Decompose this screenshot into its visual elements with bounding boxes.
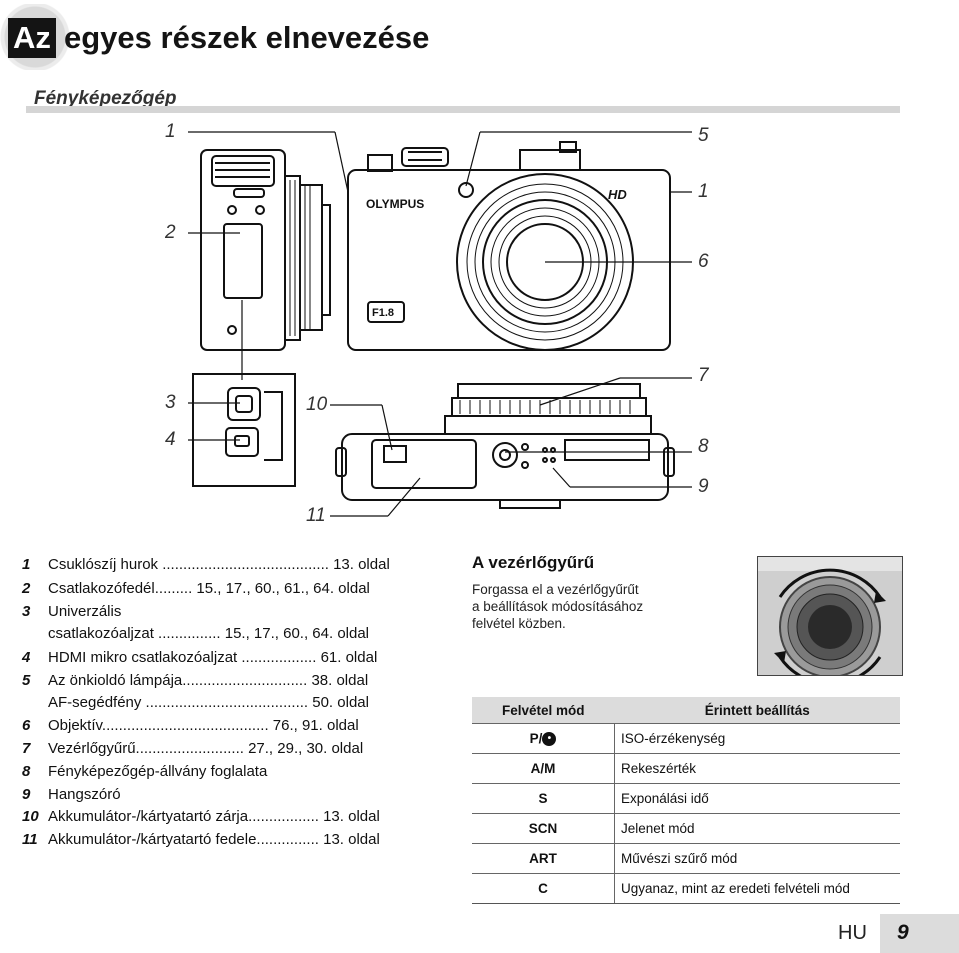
dial-heading: A vezérlőgyűrű xyxy=(472,553,595,572)
table-header-setting: Érintett beállítás xyxy=(614,697,900,724)
table-cell-setting: Művészi szűrő mód xyxy=(614,843,900,874)
table-row: C Ugyanaz, mint az eredeti felvételi mód xyxy=(472,873,900,904)
callout-leaders xyxy=(188,131,692,517)
callout-number: 4 xyxy=(165,429,176,450)
callout-number: 1 xyxy=(165,121,176,142)
table-cell-setting: Exponálási idő xyxy=(614,783,900,814)
callout-number: 3 xyxy=(165,392,176,413)
callout-number: 1 xyxy=(698,181,709,202)
callout-number: 6 xyxy=(698,251,709,272)
table-cell-setting: Rekeszérték xyxy=(614,753,900,784)
table-row: ART Művészi szűrő mód xyxy=(472,843,900,874)
table-cell-setting: Jelenet mód xyxy=(614,813,900,844)
control-ring-photo xyxy=(757,556,903,676)
table-cell-setting: Ugyanaz, mint az eredeti felvételi mód xyxy=(614,873,900,904)
footer-page-box xyxy=(880,914,959,953)
brand-logo: OLYMPUS xyxy=(366,197,424,211)
table-cell-setting: ISO-érzékenység xyxy=(614,723,900,754)
section-title: Fényképezőgép xyxy=(34,88,177,109)
callout-number: 8 xyxy=(698,436,709,457)
table-cell-mode: ART xyxy=(472,843,615,874)
callout-number: 7 xyxy=(698,365,709,386)
table-cell-mode: A/M xyxy=(472,753,615,784)
callout-number: 2 xyxy=(165,222,176,243)
callout-number: 11 xyxy=(306,505,326,526)
table-cell-mode: SCN xyxy=(472,813,615,844)
table-row: A/M Rekeszérték xyxy=(472,753,900,784)
callout-number: 5 xyxy=(698,125,709,146)
table-cell-mode: P/• xyxy=(472,723,615,754)
table-cell-mode: S xyxy=(472,783,615,814)
camera-bottom-view xyxy=(335,383,675,509)
ibeginner-icon: • xyxy=(542,732,557,747)
footer-language: HU xyxy=(838,922,867,944)
callout-number: 9 xyxy=(698,476,709,497)
table-header-row: Felvétel mód Érintett beállítás xyxy=(472,697,900,724)
table-header-mode: Felvétel mód xyxy=(472,697,615,724)
connector-closeup xyxy=(192,373,296,487)
hd-badge: HD xyxy=(608,187,627,202)
camera-illustration: OLYMPUS HD F1.8 xyxy=(188,131,692,517)
callout-number: 10 xyxy=(306,394,328,415)
control-ring-illustration xyxy=(758,557,902,675)
table-row: P/• ISO-érzékenység xyxy=(472,723,900,754)
camera-front-view xyxy=(347,141,671,351)
mode-table: Felvétel mód Érintett beállítás P/• ISO-… xyxy=(472,697,900,904)
table-row: S Exponálási idő xyxy=(472,783,900,814)
section-divider xyxy=(26,106,900,113)
page-number: 9 xyxy=(897,921,909,944)
title-text: egyes részek elnevezése xyxy=(64,20,430,55)
dial-description: Forgassa el a vezérlőgyűrűt a beállításo… xyxy=(472,582,644,631)
title-highlight: Az xyxy=(8,18,56,58)
table-cell-mode: C xyxy=(472,873,615,904)
table-row: SCN Jelenet mód xyxy=(472,813,900,844)
page-title: Az egyes részek elnevezése xyxy=(0,4,959,70)
aperture-badge: F1.8 xyxy=(372,307,394,319)
camera-side-view xyxy=(200,149,331,351)
